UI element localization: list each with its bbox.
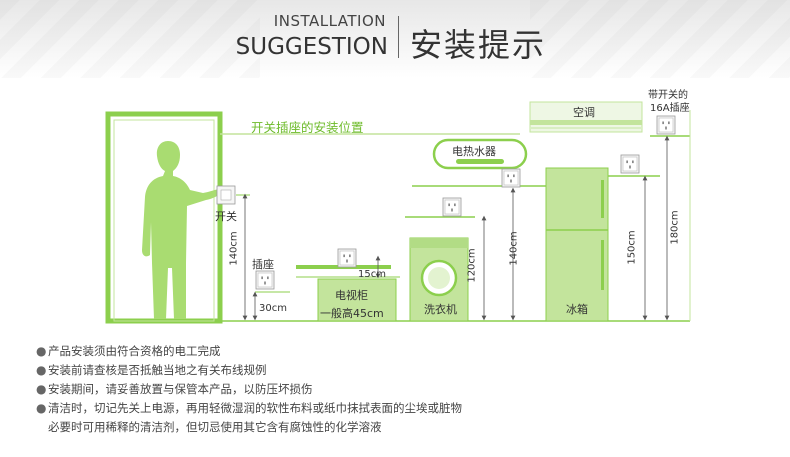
bullet-icon: ● — [36, 344, 47, 358]
height-180: 180cm — [669, 210, 681, 245]
water-heater-label: 电热水器 — [452, 145, 496, 158]
note-item: ●安装前请查核是否抵触当地之有关布线规例 — [36, 361, 462, 380]
height-140-a: 140cm — [228, 231, 240, 266]
height-30: 30cm — [259, 303, 287, 314]
fridge-socket — [620, 154, 640, 174]
note-item: ●产品安装须由符合资格的电工完成 — [36, 342, 462, 361]
note-text: 清洁时，切记先关上电源，再用轻微湿润的软性布料或纸巾抹拭表面的尘埃或脏物 — [48, 401, 462, 415]
height-150: 150cm — [626, 230, 638, 265]
socket-label: 插座 — [252, 258, 274, 271]
note-text: 安装前请查核是否抵触当地之有关布线规例 — [48, 363, 267, 377]
height-15: 15cm — [358, 269, 386, 280]
air-conditioner-label: 空调 — [573, 106, 595, 119]
bullet-icon: ● — [36, 363, 47, 377]
note-item: ●清洁时，切记先关上电源，再用轻微湿润的软性布料或纸巾抹拭表面的尘埃或脏物 — [36, 399, 462, 418]
door-inner — [113, 119, 215, 322]
tv-cabinet-label: 电视柜 — [335, 289, 368, 302]
switch-socket-16a-line2: 16A插座 — [650, 103, 690, 114]
note-item: ●安装期间，请妥善放置与保管本产品，以防压坏损伤 — [36, 380, 462, 399]
tv-socket — [337, 248, 357, 268]
note-text: 安装期间，请妥善放置与保管本产品，以防压坏损伤 — [48, 382, 313, 396]
washer-label: 洗衣机 — [424, 303, 457, 316]
note-text: 产品安装须由符合资格的电工完成 — [48, 344, 221, 358]
header-title-cn: 安装提示 — [410, 26, 547, 64]
bullet-icon: ● — [36, 382, 47, 396]
ac-16a-socket — [656, 115, 676, 135]
socket-position-title: 开关插座的安装位置 — [251, 120, 364, 135]
person-silhouette — [142, 141, 220, 319]
tv-cabinet — [317, 278, 397, 322]
low-socket — [255, 270, 275, 290]
header-band — [0, 0, 790, 78]
bullet-icon: ● — [36, 401, 47, 415]
header-divider — [398, 16, 399, 58]
fridge-label: 冰箱 — [566, 303, 588, 316]
height-140-b: 140cm — [508, 231, 520, 266]
header-title-en-line2: SUGGESTION — [235, 34, 388, 60]
header-title-en-line1: INSTALLATION — [273, 12, 386, 30]
height-120: 120cm — [466, 248, 478, 283]
switch-label: 开关 — [215, 210, 237, 223]
switch-socket-16a-line1: 带开关的 — [648, 90, 688, 101]
washer-socket — [442, 197, 462, 217]
fridge — [545, 167, 609, 322]
installation-notes: ●产品安装须由符合资格的电工完成 ●安装前请查核是否抵触当地之有关布线规例 ●安… — [36, 342, 462, 437]
note-continuation: 必要时可用稀释的清洁剂，但切忌使用其它含有腐蚀性的化学溶液 — [48, 420, 382, 434]
tv-cabinet-height: 一般高45cm — [320, 307, 384, 320]
heater-socket — [501, 168, 521, 188]
